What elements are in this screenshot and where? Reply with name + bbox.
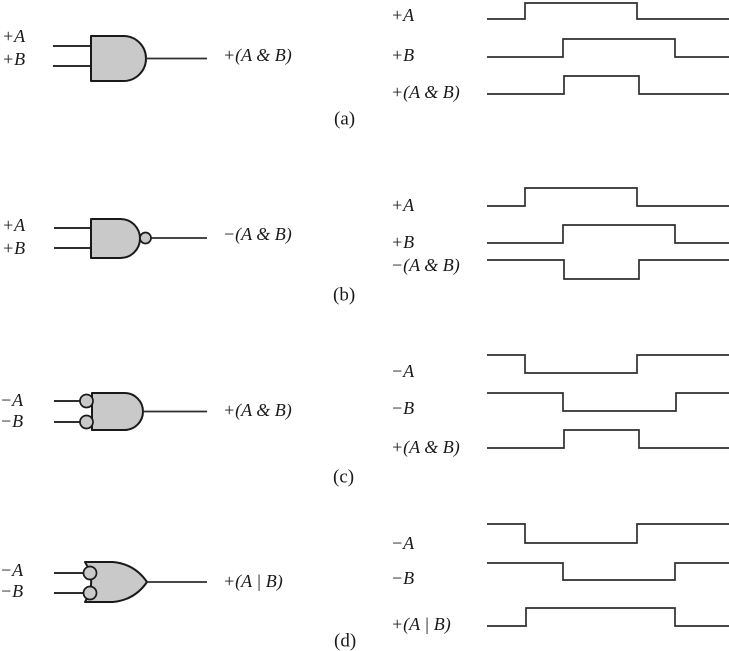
row-a-wave-label-2: +B bbox=[391, 45, 415, 65]
row-c-wave-label-1: −A bbox=[391, 361, 415, 381]
row-b-wave-label-1: +A bbox=[391, 195, 415, 215]
waveform-c-2 bbox=[487, 392, 729, 412]
row-d-caption: (d) bbox=[334, 630, 357, 651]
row-c-wave-label-3: +(A & B) bbox=[391, 437, 460, 457]
row-b-graphics bbox=[54, 187, 729, 280]
waveform-b-3 bbox=[487, 259, 729, 280]
row-a-input-label-1: +A bbox=[2, 26, 26, 46]
waveform-a-3 bbox=[487, 75, 729, 95]
waveform-b-2 bbox=[487, 224, 729, 244]
row-d-wave-label-2: −B bbox=[391, 568, 415, 588]
row-b-input-label-1: +A bbox=[2, 215, 26, 235]
row-d-wave-label-1: −A bbox=[391, 533, 415, 553]
row-d-graphics bbox=[54, 523, 729, 627]
row-c-input-label-1: −A bbox=[0, 390, 24, 410]
waveform-c-3 bbox=[487, 429, 729, 449]
gate-and-body bbox=[90, 218, 141, 259]
gate-and-body bbox=[91, 392, 144, 431]
gate-or-body bbox=[84, 561, 148, 603]
row-a-graphics bbox=[53, 2, 729, 95]
row-a-input-label-2: +B bbox=[2, 49, 26, 69]
input-inversion-bubble bbox=[79, 393, 94, 409]
input-inversion-bubble bbox=[82, 565, 98, 581]
row-b-caption: (b) bbox=[333, 284, 356, 306]
waveform-d-1 bbox=[487, 523, 729, 544]
row-d-output-label: +(A | B) bbox=[223, 571, 283, 591]
waveform-a-1 bbox=[487, 2, 729, 20]
row-d-input-label-1: −A bbox=[0, 560, 24, 580]
row-a-caption: (a) bbox=[334, 108, 356, 130]
row-a-output-label: +(A & B) bbox=[223, 45, 292, 65]
row-c-graphics bbox=[54, 354, 729, 449]
row-b-wave-label-2: +B bbox=[391, 232, 415, 252]
row-c-wave-label-2: −B bbox=[391, 398, 415, 418]
waveform-d-2 bbox=[487, 562, 729, 581]
row-b-input-label-2: +B bbox=[2, 238, 26, 258]
input-inversion-bubble bbox=[79, 414, 94, 430]
row-c-output-label: +(A & B) bbox=[223, 400, 292, 420]
waveform-b-1 bbox=[487, 187, 729, 207]
waveform-c-1 bbox=[487, 354, 729, 374]
row-a-wave-label-3: +(A & B) bbox=[391, 82, 460, 102]
row-b-wave-label-3: −(A & B) bbox=[391, 255, 460, 275]
row-b-output-label: −(A & B) bbox=[223, 224, 292, 244]
waveform-a-2 bbox=[487, 38, 729, 58]
waveform-d-3 bbox=[487, 607, 729, 627]
row-a-wave-label-1: +A bbox=[391, 5, 415, 25]
row-c-caption: (c) bbox=[333, 466, 355, 488]
row-d-input-label-2: −B bbox=[0, 581, 24, 601]
row-d-wave-label-3: +(A | B) bbox=[391, 614, 451, 634]
row-c-input-label-2: −B bbox=[0, 411, 24, 431]
input-inversion-bubble bbox=[82, 585, 98, 601]
gate-and-body bbox=[90, 35, 147, 82]
output-inversion-bubble bbox=[139, 231, 152, 245]
